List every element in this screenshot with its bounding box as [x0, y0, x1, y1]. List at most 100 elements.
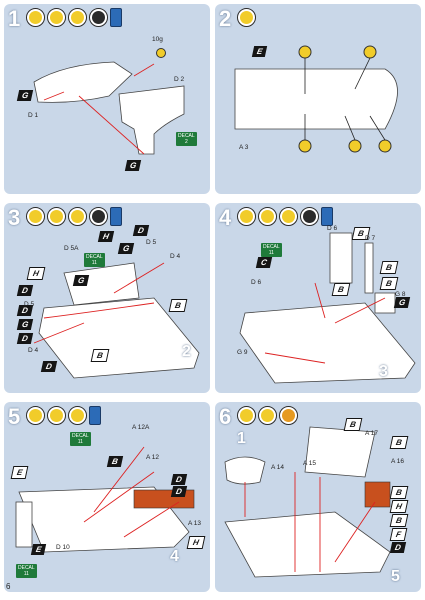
- part-label: D 5: [24, 301, 35, 308]
- part-tag: B: [106, 456, 123, 467]
- cutter-icon: [26, 8, 45, 27]
- part-label: A 12: [146, 454, 160, 461]
- sub-step-marker: 1: [237, 430, 246, 447]
- paint-can-icon: [110, 8, 122, 27]
- part-tag: E: [10, 466, 29, 479]
- part-tag: D: [16, 333, 33, 344]
- cutter-icon: [237, 406, 256, 425]
- part-label: A 3: [239, 144, 249, 151]
- decal-tag: DECAL 11: [84, 253, 105, 267]
- step-number: 2: [219, 6, 232, 31]
- sub-step-marker: 2: [182, 343, 191, 360]
- part-label: D 2: [174, 76, 185, 83]
- part-tag: D: [40, 361, 57, 372]
- part-tag: H: [26, 267, 46, 280]
- part-label: A 13: [188, 520, 202, 527]
- star-icon: [89, 207, 108, 226]
- part-tag: B: [379, 261, 399, 274]
- decal-tag: DECAL 11: [261, 243, 282, 257]
- part-label: D 4: [170, 253, 181, 260]
- part-tag: B: [331, 283, 351, 296]
- page-number: 6: [6, 582, 11, 591]
- clock-icon: [279, 406, 298, 425]
- step-2-panel: 2 E A 3: [215, 4, 421, 194]
- part-tag: G: [124, 160, 142, 171]
- glue-icon: [258, 406, 277, 425]
- glue-icon: [237, 8, 256, 27]
- part-label: D 6: [251, 279, 262, 286]
- file-icon: [47, 8, 66, 27]
- part-tag: B: [379, 277, 399, 290]
- part-tag: B: [168, 299, 188, 312]
- sub-step-marker: 5: [391, 568, 400, 585]
- part-tag: G: [16, 90, 34, 101]
- decal-number: 11: [77, 439, 83, 445]
- decal-label: DECAL: [263, 244, 280, 250]
- part-label: G 9: [237, 349, 248, 356]
- part-tag: B: [389, 436, 409, 449]
- step-number: 4: [219, 205, 232, 230]
- part-tag: B: [343, 418, 363, 431]
- step-4-panel: 4 B C B B B G D 6 D 7 D 6 G 8 G 9 DECAL …: [215, 203, 421, 393]
- tool-icons: [237, 8, 256, 27]
- step-4-drawing: [239, 232, 416, 384]
- decal-label: DECAL: [178, 133, 195, 139]
- step-5-panel: 5 E B D D E H A 12A A 12 A 13 D 10 DECAL…: [4, 402, 210, 592]
- part-label: D 5A: [64, 245, 79, 252]
- tool-icons: [237, 406, 298, 425]
- part-tag: F: [389, 528, 408, 541]
- part-tag: D: [170, 474, 187, 485]
- file-icon: [47, 406, 66, 425]
- part-tag: B: [389, 514, 409, 527]
- weight-note: 10g: [152, 36, 163, 43]
- step-2-drawing: [234, 45, 398, 153]
- decal-label: DECAL: [18, 565, 35, 571]
- decal-number: 2: [184, 139, 188, 145]
- part-tag: B: [90, 349, 110, 362]
- step-6-panel: 6 1 B B B H B F D A 17 A 14 A 15 A 16 5: [215, 402, 421, 592]
- glue-icon: [68, 406, 87, 425]
- tool-icons: [26, 207, 122, 226]
- part-tag: G: [117, 243, 135, 254]
- decal-label: DECAL: [86, 254, 103, 260]
- part-tag: E: [30, 544, 47, 555]
- glue-icon: [279, 207, 298, 226]
- part-tag: H: [389, 500, 409, 513]
- decal-number: 11: [91, 260, 97, 266]
- part-label: D 1: [28, 112, 39, 119]
- part-tag: G: [16, 319, 34, 330]
- tool-icons: [26, 406, 101, 425]
- decal-number: 11: [268, 250, 274, 256]
- part-label: A 12A: [132, 424, 150, 431]
- part-tag: C: [255, 257, 272, 268]
- tool-icons: [237, 207, 333, 226]
- cutter-icon: [237, 207, 256, 226]
- part-label: D 6: [327, 225, 338, 232]
- part-tag: D: [170, 486, 187, 497]
- paint-drop-icon: [156, 48, 166, 58]
- file-icon: [258, 207, 277, 226]
- decal-number: 11: [23, 571, 29, 577]
- decal-tag: DECAL 11: [70, 432, 91, 446]
- part-tag: B: [389, 486, 409, 499]
- step-number: 1: [8, 6, 21, 31]
- part-label: A 15: [303, 460, 317, 467]
- decal-tag: DECAL 2: [176, 132, 197, 146]
- part-label: D 5: [146, 239, 157, 246]
- part-label: D 7: [365, 235, 376, 242]
- step-6-drawing: [224, 426, 391, 578]
- step-3-panel: 3 H D G H D G D G D B D B D 5A D 5 D 4 D…: [4, 203, 210, 393]
- part-tag: D: [16, 285, 33, 296]
- part-tag: G: [393, 297, 411, 308]
- part-tag: H: [97, 231, 114, 242]
- sub-step-marker: 3: [379, 363, 388, 380]
- step-number: 5: [8, 404, 21, 429]
- part-label: D 4: [28, 347, 39, 354]
- star-icon: [89, 8, 108, 27]
- step-3-drawing: [33, 262, 200, 379]
- step-1-drawing: [33, 61, 185, 155]
- decal-tag: DECAL 11: [16, 564, 37, 578]
- part-label: D 10: [56, 544, 70, 551]
- part-tag: D: [132, 225, 149, 236]
- step-1-panel: 1 10g G G D 1 D 2 DECAL 2: [4, 4, 210, 194]
